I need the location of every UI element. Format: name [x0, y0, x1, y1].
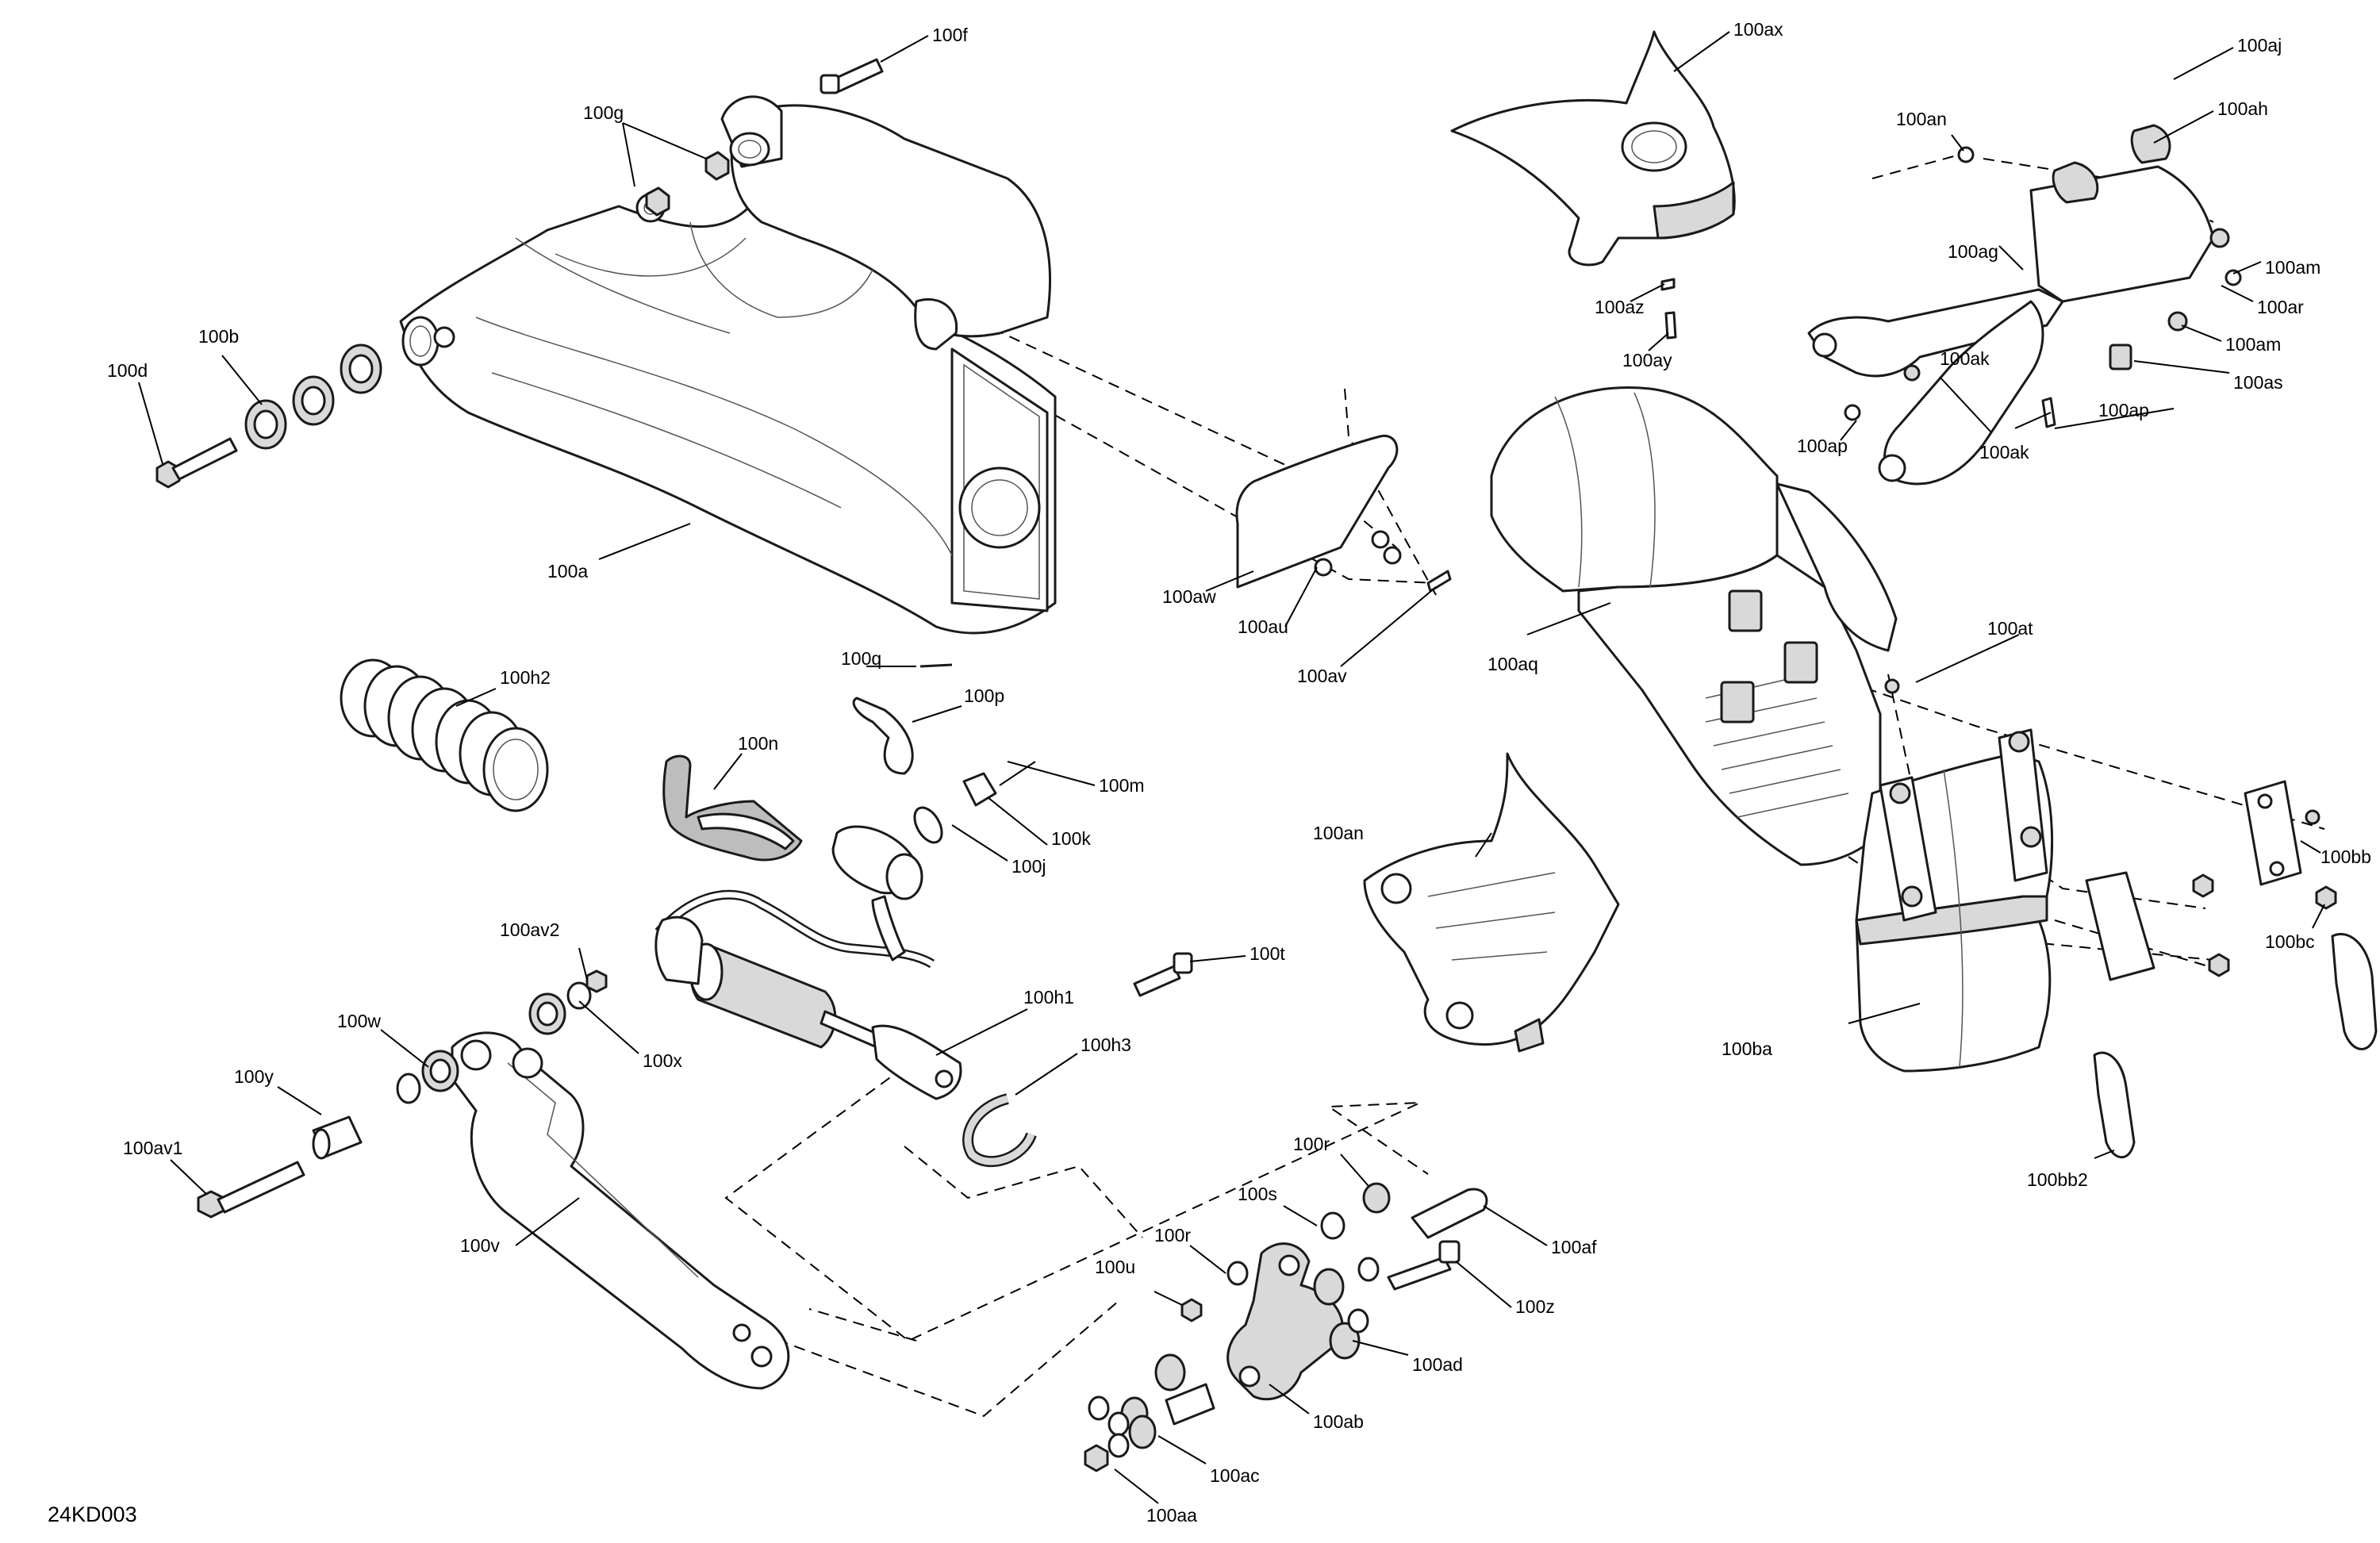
- label-100u: 100u: [1095, 1257, 1135, 1277]
- label-100ad: 100ad: [1412, 1354, 1463, 1375]
- label-100m: 100m: [1099, 775, 1145, 796]
- label-100n: 100n: [738, 733, 778, 754]
- label-100a: 100a: [547, 561, 588, 582]
- label-100ab: 100ab: [1313, 1411, 1364, 1432]
- label-100ac: 100ac: [1210, 1465, 1260, 1486]
- label-100at: 100at: [1987, 618, 2033, 639]
- label-100b: 100b: [198, 326, 239, 347]
- label-100r-2: 100r: [1154, 1225, 1191, 1246]
- rear-fender-100aq: [1490, 386, 1898, 866]
- label-100as: 100as: [2233, 372, 2283, 393]
- label-100aj: 100aj: [2237, 35, 2282, 56]
- label-100bc: 100bc: [2265, 931, 2315, 952]
- label-100f: 100f: [932, 25, 968, 45]
- label-100aa: 100aa: [1146, 1505, 1197, 1526]
- label-100bb: 100bb: [2320, 846, 2371, 867]
- label-100an-1: 100an: [1896, 109, 1947, 129]
- label-100r-1: 100r: [1293, 1134, 1330, 1154]
- label-100ak-1: 100ak: [1940, 348, 1990, 369]
- label-100z: 100z: [1515, 1296, 1555, 1317]
- label-100w: 100w: [337, 1011, 381, 1031]
- label-100af: 100af: [1551, 1237, 1597, 1257]
- label-100v: 100v: [460, 1235, 500, 1256]
- label-100bb2: 100bb2: [2027, 1169, 2088, 1190]
- license-bracket-100ag: [1807, 124, 2242, 486]
- leader-lines: [138, 31, 2325, 1504]
- plate-holder-100ba: [1855, 728, 2054, 1073]
- label-100y: 100y: [234, 1066, 274, 1087]
- cover-100an: [1363, 752, 1620, 1053]
- label-100h1: 100h1: [1023, 987, 1074, 1008]
- label-100t: 100t: [1250, 943, 1285, 964]
- shock-absorber-100h1: [654, 889, 962, 1100]
- label-100aq: 100aq: [1488, 654, 1538, 674]
- label-100av2: 100av2: [500, 919, 559, 940]
- label-100q: 100q: [841, 648, 881, 669]
- label-100g: 100g: [583, 102, 624, 123]
- circlip-100h3: [962, 1093, 1037, 1167]
- label-100j: 100j: [1012, 856, 1046, 877]
- label-100an-2: 100an: [1313, 823, 1364, 843]
- callout-labels: 100f 100g 100b 100d 100a 100h2 100q 100p…: [48, 19, 2371, 1526]
- label-100h2: 100h2: [500, 667, 551, 688]
- bolt-and-bearings-100b-100d: [155, 344, 382, 489]
- label-100ay: 100ay: [1622, 350, 1672, 370]
- label-100ax: 100ax: [1733, 19, 1783, 40]
- label-100s: 100s: [1238, 1184, 1277, 1204]
- drawing-code: 24KD003: [48, 1503, 137, 1526]
- label-100au: 100au: [1238, 616, 1288, 637]
- bolt-100f: [820, 58, 884, 94]
- swing-arm: [399, 95, 1057, 635]
- linkage-100ab: [1084, 1182, 1488, 1472]
- label-100az: 100az: [1595, 297, 1645, 317]
- label-100ah: 100ah: [2217, 98, 2268, 119]
- nut-100g: [635, 151, 730, 223]
- bolt-100t: [1133, 952, 1193, 997]
- label-100ak-2: 100ak: [1979, 442, 2029, 463]
- label-100av: 100av: [1297, 666, 1347, 686]
- cover-100ax: [1450, 30, 1736, 340]
- label-100ap-1: 100ap: [2098, 400, 2149, 420]
- label-100am-2: 100am: [2225, 334, 2281, 355]
- label-100ag: 100ag: [1948, 241, 1998, 262]
- reflector-brackets: [1884, 678, 2378, 1159]
- mud-guard-plate-100aw: [1235, 434, 1452, 593]
- label-100aw: 100aw: [1162, 586, 1216, 607]
- label-100am-1: 100am: [2265, 257, 2320, 278]
- rocker-arm-100v: [451, 1031, 790, 1390]
- label-100av1: 100av1: [123, 1138, 182, 1158]
- label-100ba: 100ba: [1722, 1038, 1772, 1059]
- label-100ap-2: 100ap: [1797, 436, 1848, 456]
- coil-spring-100h2: [340, 658, 549, 812]
- label-100x: 100x: [643, 1050, 682, 1071]
- label-100ar: 100ar: [2257, 297, 2304, 317]
- label-100p: 100p: [964, 685, 1004, 706]
- damper-parts: [662, 663, 1036, 961]
- label-100d: 100d: [107, 360, 148, 381]
- label-100h3: 100h3: [1081, 1034, 1131, 1055]
- label-100k: 100k: [1051, 828, 1091, 849]
- pivot-hardware: [197, 969, 608, 1219]
